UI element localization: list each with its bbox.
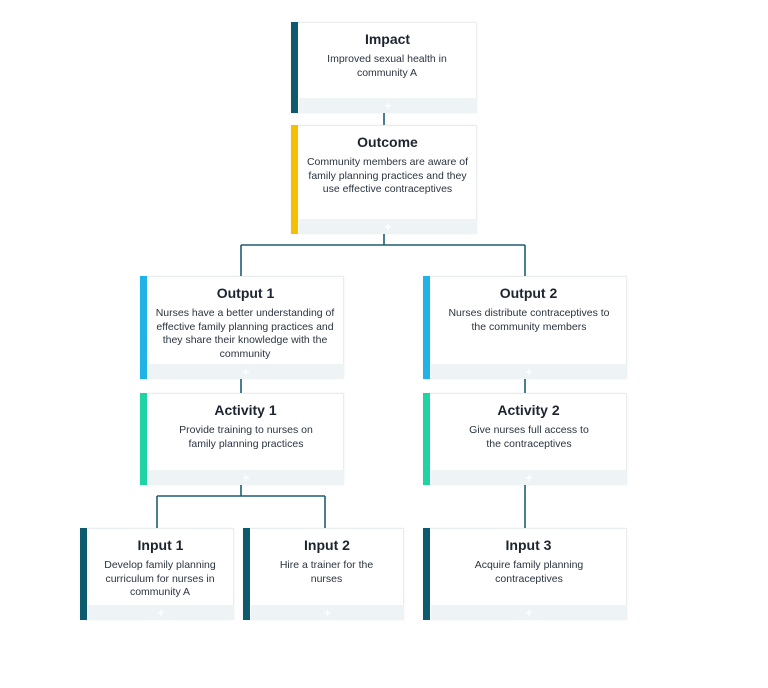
input2-color-bar [243, 528, 250, 620]
activity1-color-bar [140, 393, 147, 485]
output2-color-bar [423, 276, 430, 379]
plus-icon: + [525, 470, 533, 485]
input2-description: Hire a trainer for the nurses [279, 559, 374, 585]
input1-description: Develop family planning curriculum for n… [104, 559, 216, 598]
plus-icon: + [323, 605, 332, 620]
impact-add-button[interactable]: + [299, 98, 477, 113]
activity2-color-bar [423, 393, 430, 485]
impact-card[interactable]: Impact Improved sexual health in communi… [291, 22, 477, 113]
plus-icon: + [525, 364, 533, 379]
impact-description: Improved sexual health in community A [327, 53, 447, 79]
input3-card[interactable]: Input 3 Acquire family planning contrace… [423, 528, 627, 620]
outcome-card[interactable]: Outcome Community members are aware of f… [291, 125, 477, 234]
input1-add-button[interactable]: + [88, 605, 234, 620]
activity2-add-button[interactable]: + [431, 470, 627, 485]
outcome-title: Outcome [357, 134, 418, 150]
input1-title: Input 1 [137, 537, 184, 553]
output2-card[interactable]: Output 2 Nurses distribute contraceptive… [423, 276, 627, 379]
output1-card[interactable]: Output 1 Nurses have a better understand… [140, 276, 344, 379]
outcome-add-button[interactable]: + [299, 219, 477, 234]
outcome-description: Community members are aware of family pl… [306, 156, 469, 195]
activity1-card[interactable]: Activity 1 Provide training to nurses on… [140, 393, 344, 485]
output1-title: Output 1 [216, 285, 275, 301]
plus-icon: + [242, 364, 250, 379]
output2-add-button[interactable]: + [431, 364, 627, 379]
activity1-description: Provide training to nurses on family pla… [179, 424, 313, 450]
input1-color-bar [80, 528, 87, 620]
input2-title: Input 2 [304, 537, 350, 553]
impact-title: Impact [364, 31, 411, 47]
activity2-card[interactable]: Activity 2 Give nurses full access to th… [423, 393, 627, 485]
output1-add-button[interactable]: + [148, 364, 344, 379]
input1-card[interactable]: Input 1 Develop family planning curricul… [80, 528, 234, 620]
input3-description: Acquire family planning contraceptives [474, 559, 584, 585]
plus-icon: + [384, 219, 392, 234]
input3-color-bar [423, 528, 430, 620]
input3-title: Input 3 [505, 537, 552, 553]
outcome-color-bar [291, 125, 298, 234]
input2-card[interactable]: Input 2 Hire a trainer for the nurses + [243, 528, 404, 620]
plus-icon: + [242, 470, 250, 485]
activity2-title: Activity 2 [497, 402, 560, 418]
activity1-title: Activity 1 [214, 402, 277, 418]
plus-icon: + [384, 98, 392, 113]
output1-color-bar [140, 276, 147, 379]
output2-title: Output 2 [499, 285, 558, 301]
output2-description: Nurses distribute contraceptives to the … [448, 307, 610, 333]
output1-description: Nurses have a better understanding of ef… [155, 307, 335, 360]
activity1-add-button[interactable]: + [148, 470, 344, 485]
plus-icon: + [157, 605, 165, 620]
input3-add-button[interactable]: + [431, 605, 627, 620]
input2-add-button[interactable]: + [251, 605, 404, 620]
impact-color-bar [291, 22, 298, 113]
activity2-description: Give nurses full access to the contracep… [469, 424, 589, 450]
plus-icon: + [525, 605, 533, 620]
